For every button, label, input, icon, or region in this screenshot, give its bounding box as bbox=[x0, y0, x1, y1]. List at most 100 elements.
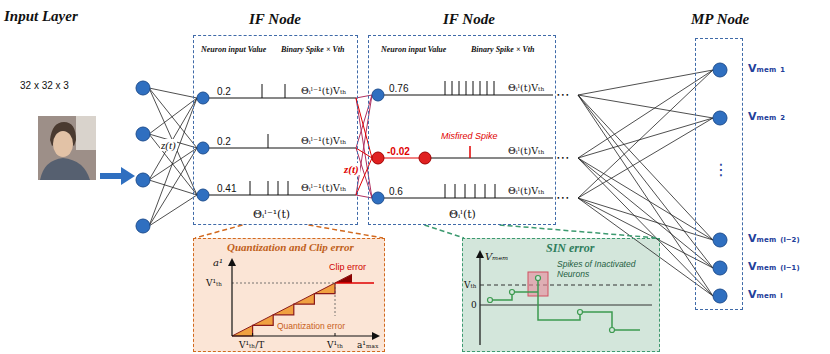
zero-line bbox=[480, 305, 652, 306]
neurons bbox=[136, 63, 727, 303]
output-label: Vₘₑₘ ₍ᵢ₋₁₎ bbox=[748, 260, 800, 273]
callout-title: SIN error bbox=[546, 241, 594, 256]
if2-spike-trains bbox=[384, 81, 553, 198]
membrane-trace bbox=[490, 278, 640, 330]
if-node-group: IF NodeNeuron input ValueBinary Spike × … bbox=[368, 35, 556, 225]
neuron bbox=[197, 92, 209, 104]
annotation: Spikes of Inactivated Neurons bbox=[557, 259, 657, 279]
layer-weights bbox=[356, 95, 372, 198]
layer-output: Θᵢˡ(t) bbox=[449, 208, 476, 221]
weight-line bbox=[149, 98, 197, 180]
guide-line bbox=[232, 283, 335, 284]
input-value: 0.2 bbox=[217, 136, 231, 147]
spike bbox=[465, 184, 466, 198]
neuron bbox=[136, 127, 150, 141]
axis-label: 0 bbox=[471, 300, 477, 310]
spike bbox=[262, 84, 263, 98]
arrow-shaft bbox=[100, 173, 123, 179]
weight-line bbox=[578, 158, 713, 240]
trace-points bbox=[488, 276, 615, 333]
photo-ground bbox=[38, 116, 96, 180]
spike-output: Θᵢˡ(t)Vₜₕ bbox=[508, 145, 545, 156]
weight-line bbox=[356, 98, 372, 158]
input-value: 0.76 bbox=[389, 83, 408, 94]
quantization-chart bbox=[228, 258, 380, 340]
if-node-group: IF NodeNeuron input ValueBinary Spike × … bbox=[193, 35, 358, 225]
weight-line bbox=[149, 98, 197, 134]
weight-line bbox=[578, 198, 713, 296]
axis-label: V¹ₜₕ bbox=[206, 278, 222, 288]
axis bbox=[231, 262, 232, 336]
time-line bbox=[431, 158, 553, 159]
time-line bbox=[209, 148, 356, 149]
spike bbox=[494, 81, 495, 95]
spike-output: Θᵢˡ⁻¹(t)Vₜₕ bbox=[301, 85, 346, 96]
spike bbox=[268, 181, 269, 195]
ideal-line bbox=[232, 274, 352, 336]
trace-point bbox=[578, 310, 583, 315]
spike bbox=[445, 184, 446, 198]
spike bbox=[285, 84, 286, 98]
neuron bbox=[197, 189, 209, 201]
ellipsis: ⋯ bbox=[556, 86, 570, 102]
axis bbox=[232, 335, 374, 336]
callout-ground bbox=[462, 238, 660, 352]
spike bbox=[445, 81, 446, 95]
clip-line bbox=[335, 282, 374, 284]
spike bbox=[268, 134, 269, 148]
spike bbox=[288, 181, 289, 195]
callout-ground bbox=[193, 238, 385, 352]
callout-box: SIN errorVₘₑₘVₜₕ0Spikes of Inactivated N… bbox=[462, 238, 660, 352]
neuron bbox=[197, 142, 209, 154]
ellipsis: ⋯ bbox=[556, 149, 570, 165]
error-label: Clip error bbox=[329, 262, 366, 272]
neuron bbox=[713, 289, 727, 303]
spike bbox=[487, 81, 488, 95]
input-arrow bbox=[100, 167, 135, 185]
weight-line bbox=[356, 98, 372, 198]
axis-label: V¹ₜₕ bbox=[327, 340, 343, 350]
axis-label: V¹ₜₕ/T bbox=[239, 340, 264, 350]
weight-line bbox=[149, 195, 197, 226]
weight-line bbox=[356, 95, 372, 98]
input-value: 0.2 bbox=[217, 86, 231, 97]
if1-spike-trains bbox=[209, 84, 356, 195]
input-value: -0.02 bbox=[387, 146, 410, 157]
spike-output: Θᵢˡ⁻¹(t)Vₜₕ bbox=[301, 135, 346, 146]
time-line bbox=[384, 198, 553, 199]
weight-line bbox=[578, 118, 713, 198]
weight-line bbox=[578, 70, 713, 158]
input-size: 32 x 32 x 3 bbox=[20, 80, 69, 91]
column-heading: Binary Spike × Vth bbox=[281, 45, 344, 54]
weight-line bbox=[356, 148, 372, 158]
weight-line bbox=[578, 95, 713, 240]
ellipsis: ⋮ bbox=[713, 160, 729, 179]
weight-line bbox=[578, 70, 713, 95]
spike bbox=[475, 184, 476, 198]
output-label: Vₘₑₘ ₁ bbox=[748, 62, 785, 75]
signal-name: z(t) bbox=[343, 163, 360, 175]
spike bbox=[473, 81, 474, 95]
trace-point bbox=[536, 276, 541, 281]
spike-output: Θᵢˡ(t)Vₜₕ bbox=[508, 185, 545, 196]
axis-head bbox=[228, 258, 236, 266]
group-heading: IF Node bbox=[249, 11, 301, 28]
photo-body bbox=[40, 158, 90, 180]
misfire-note: Misfired Spike bbox=[441, 131, 498, 141]
time-line bbox=[384, 95, 553, 96]
weight-line bbox=[149, 98, 197, 226]
callout-leader bbox=[424, 225, 658, 238]
neuron bbox=[713, 111, 727, 125]
tick bbox=[335, 333, 336, 336]
neuron bbox=[136, 81, 150, 95]
spike bbox=[250, 181, 251, 195]
axis bbox=[479, 256, 480, 345]
output-label: Vₘₑₘ ₂ bbox=[748, 110, 785, 123]
callout-box: Quantization and Clip errora¹V¹ₜₕClip er… bbox=[193, 238, 385, 352]
input-weights bbox=[149, 88, 197, 226]
callout-title: Quantization and Clip error bbox=[227, 241, 354, 253]
spike bbox=[480, 81, 481, 95]
weight-line bbox=[578, 118, 713, 158]
trace-point bbox=[610, 328, 615, 333]
inactive-neuron bbox=[372, 152, 384, 164]
